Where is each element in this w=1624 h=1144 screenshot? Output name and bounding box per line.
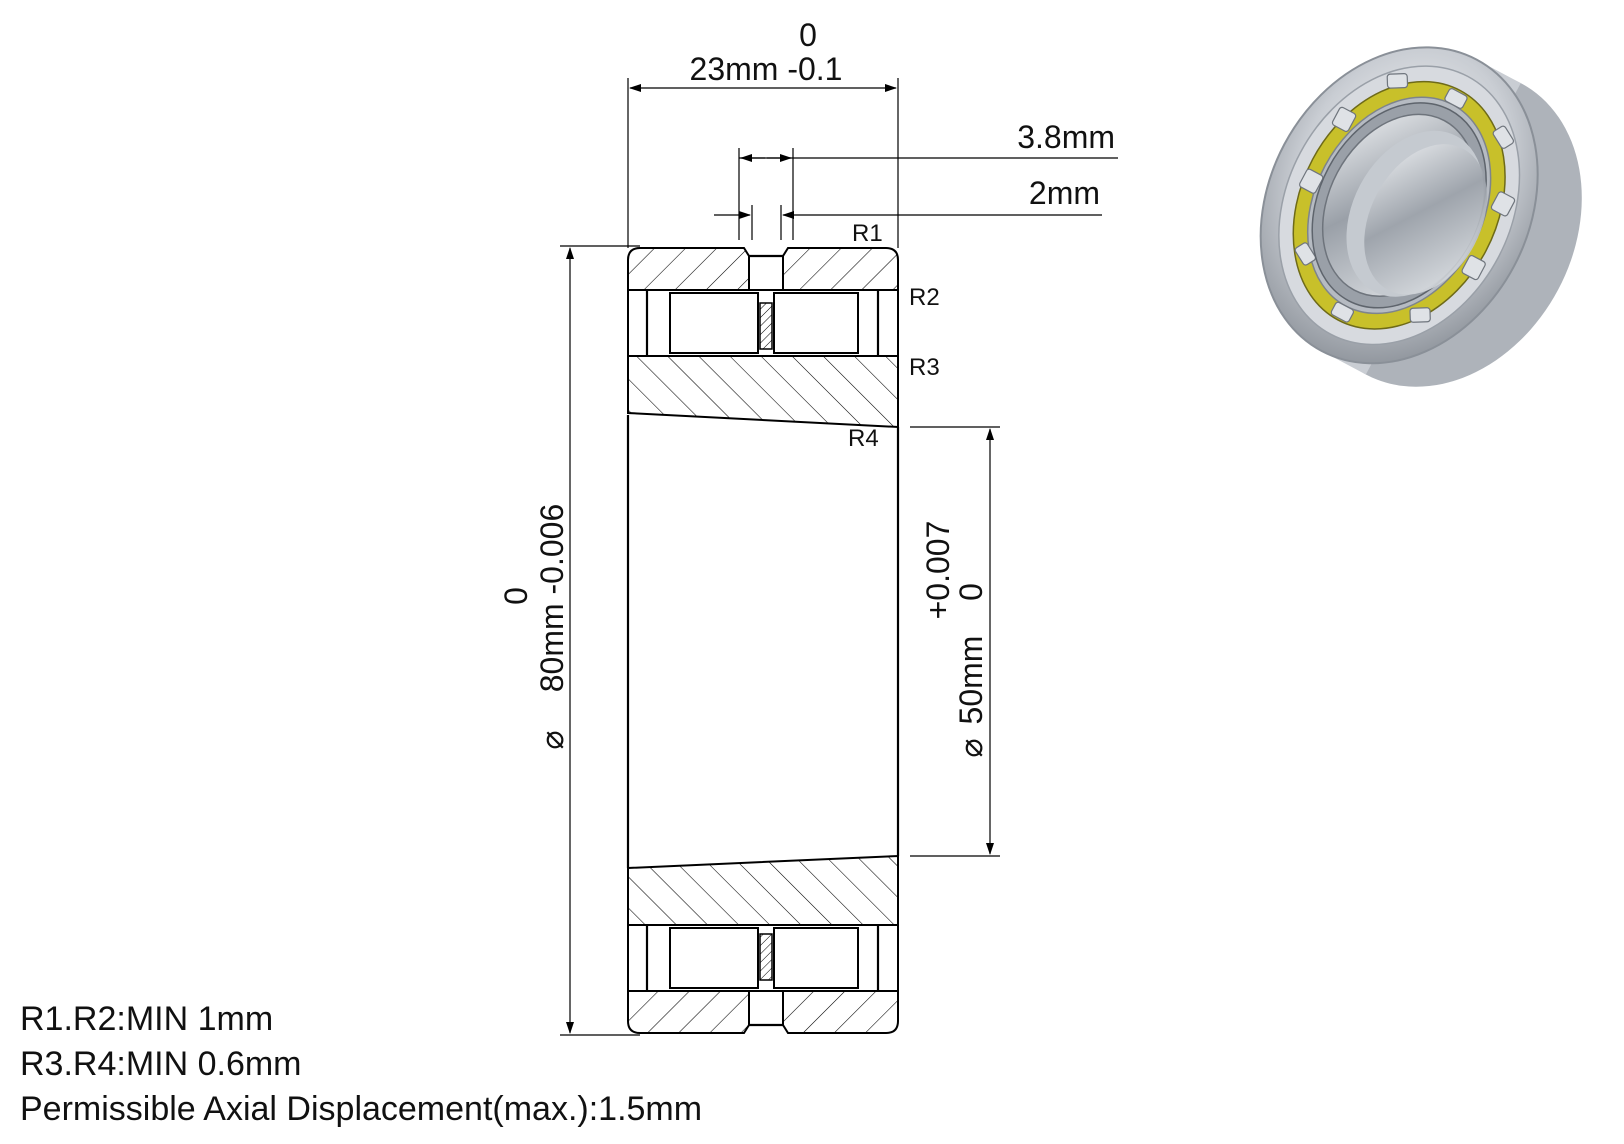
cage-bottom <box>759 933 773 981</box>
notes: R1.R2:MIN 1mm R3.R4:MIN 0.6mm Permissibl… <box>20 1000 702 1128</box>
outer-ring-bottom-right <box>782 990 899 1034</box>
outer-ring-bottom-left <box>627 990 750 1034</box>
outer-dia-tolerance-top: 0 <box>498 587 534 605</box>
note-line-1: R1.R2:MIN 1mm <box>20 1000 273 1038</box>
outer-ring-top-left <box>627 247 750 291</box>
note-line-3: Permissible Axial Displacement(max.):1.5… <box>20 1090 702 1128</box>
radius-r1: R1 <box>852 220 883 247</box>
radius-r4: R4 <box>848 425 879 452</box>
roller-bottom-left <box>669 927 759 989</box>
cage-top <box>759 302 773 350</box>
inner-ring-top <box>627 355 899 429</box>
note-line-2: R3.R4:MIN 0.6mm <box>20 1045 302 1083</box>
roller-top-right <box>773 292 859 354</box>
roller-bottom-right <box>773 927 859 989</box>
spacing-2mm: 2mm <box>1029 175 1100 211</box>
radius-labels: R1 R2 R3 R4 <box>848 220 940 452</box>
bearing-section <box>626 247 900 1034</box>
width-label: 23mm -0.1 <box>690 51 843 87</box>
bearing-3d-render <box>1259 46 1582 387</box>
inner-diameter-dimension: +0.007 0 ⌀ 50mm <box>910 426 1000 857</box>
roller-top-left <box>669 292 759 354</box>
inner-dia-symbol: ⌀ <box>953 738 989 757</box>
outer-dia-symbol: ⌀ <box>534 730 570 749</box>
width-dimension: 0 23mm -0.1 <box>627 17 899 248</box>
inner-ring-bottom <box>627 854 899 926</box>
inner-dia-tolerance-top: +0.007 <box>920 521 956 620</box>
width-tolerance-top: 0 <box>799 17 817 53</box>
outer-ring-top-right <box>782 247 899 291</box>
inner-dia-label: 50mm <box>953 636 989 725</box>
outer-dia-label: 80mm -0.006 <box>534 504 570 693</box>
spacing-3-8mm: 3.8mm <box>1017 119 1115 155</box>
inner-dia-tolerance-bottom: 0 <box>953 583 989 601</box>
radius-r2: R2 <box>909 284 940 311</box>
radius-r3: R3 <box>909 354 940 381</box>
groove-dimensions: 3.8mm 2mm <box>714 119 1118 240</box>
outer-diameter-dimension: 0 ⌀ 80mm -0.006 <box>498 245 640 1036</box>
